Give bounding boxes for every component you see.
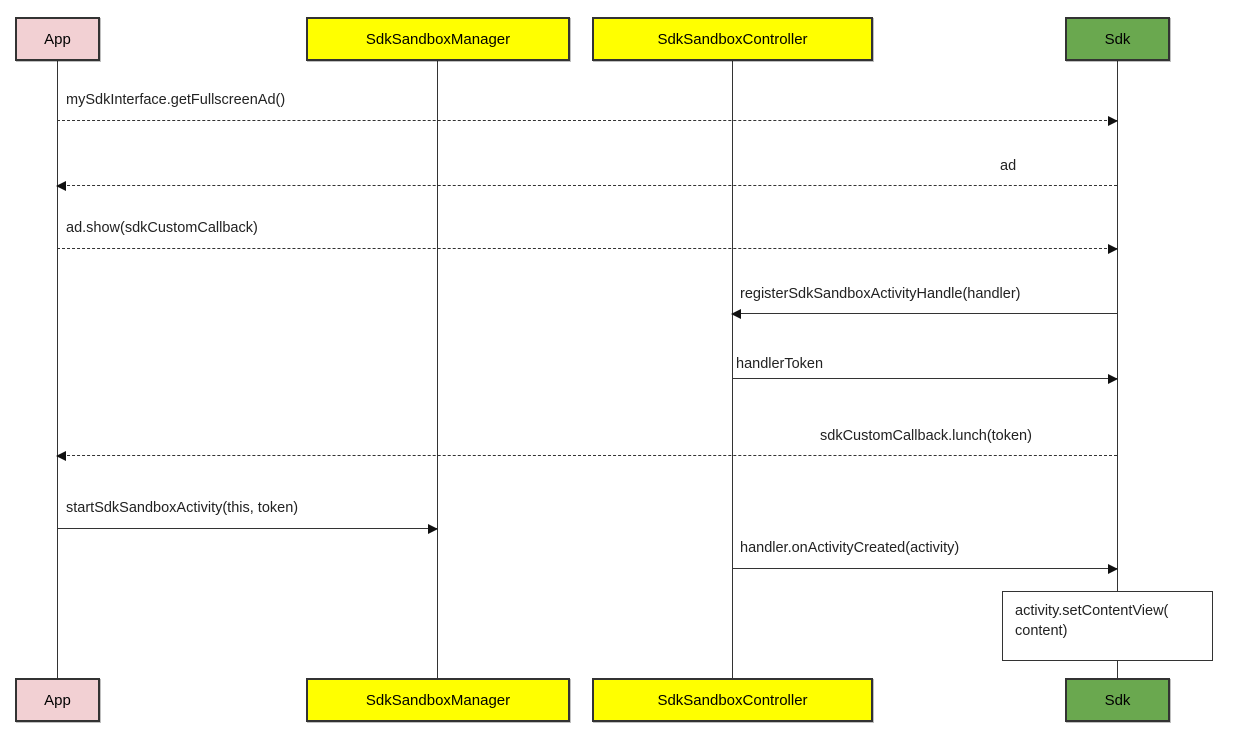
participant-label: SdkSandboxManager: [365, 691, 511, 709]
note-note1: activity.setContentView( content): [1002, 591, 1213, 661]
participant-footer-controller[interactable]: SdkSandboxController: [592, 678, 873, 722]
participant-footer-manager[interactable]: SdkSandboxManager: [306, 678, 570, 722]
lifeline-app: [57, 61, 58, 678]
participant-header-sdk[interactable]: Sdk: [1065, 17, 1170, 61]
message-label-m7: startSdkSandboxActivity(this, token): [66, 500, 299, 516]
participant-label: SdkSandboxController: [657, 30, 808, 48]
message-arrow-m5[interactable]: [732, 374, 1118, 384]
participant-header-manager[interactable]: SdkSandboxManager: [306, 17, 570, 61]
arrowhead-right-icon: [1108, 564, 1118, 574]
participant-header-controller[interactable]: SdkSandboxController: [592, 17, 873, 61]
arrowhead-left-icon: [731, 309, 741, 319]
message-label-m8: handler.onActivityCreated(activity): [740, 540, 960, 556]
participant-header-app[interactable]: App: [15, 17, 100, 61]
participant-footer-app[interactable]: App: [15, 678, 100, 722]
participant-label: Sdk: [1104, 691, 1131, 709]
participant-label: App: [44, 30, 71, 48]
message-arrow-m7[interactable]: [57, 524, 438, 534]
message-label-m4: registerSdkSandboxActivityHandle(handler…: [740, 286, 1021, 302]
message-arrow-m8[interactable]: [732, 564, 1118, 574]
message-label-m5: handlerToken: [736, 356, 824, 372]
message-label-m3: ad.show(sdkCustomCallback): [66, 220, 258, 236]
arrowhead-left-icon: [56, 451, 66, 461]
message-arrow-m4[interactable]: [731, 309, 1117, 319]
message-arrow-m1[interactable]: [57, 116, 1118, 126]
arrowhead-right-icon: [428, 524, 438, 534]
message-label-m1: mySdkInterface.getFullscreenAd(): [66, 92, 286, 108]
participant-label: App: [44, 691, 71, 709]
arrowhead-right-icon: [1108, 116, 1118, 126]
lifeline-sdk: [1117, 61, 1118, 678]
message-arrow-m3[interactable]: [57, 244, 1118, 254]
participant-label: SdkSandboxController: [657, 691, 808, 709]
participant-footer-sdk[interactable]: Sdk: [1065, 678, 1170, 722]
lifeline-controller: [732, 61, 733, 678]
message-label-m6: sdkCustomCallback.lunch(token): [820, 428, 1032, 444]
participant-label: Sdk: [1104, 30, 1131, 48]
message-label-m2: ad: [1000, 158, 1017, 174]
arrowhead-right-icon: [1108, 244, 1118, 254]
participant-label: SdkSandboxManager: [365, 30, 511, 48]
arrowhead-right-icon: [1108, 374, 1118, 384]
message-arrow-m2[interactable]: [56, 181, 1117, 191]
message-arrow-m6[interactable]: [56, 451, 1117, 461]
lifeline-manager: [437, 61, 438, 678]
arrowhead-left-icon: [56, 181, 66, 191]
